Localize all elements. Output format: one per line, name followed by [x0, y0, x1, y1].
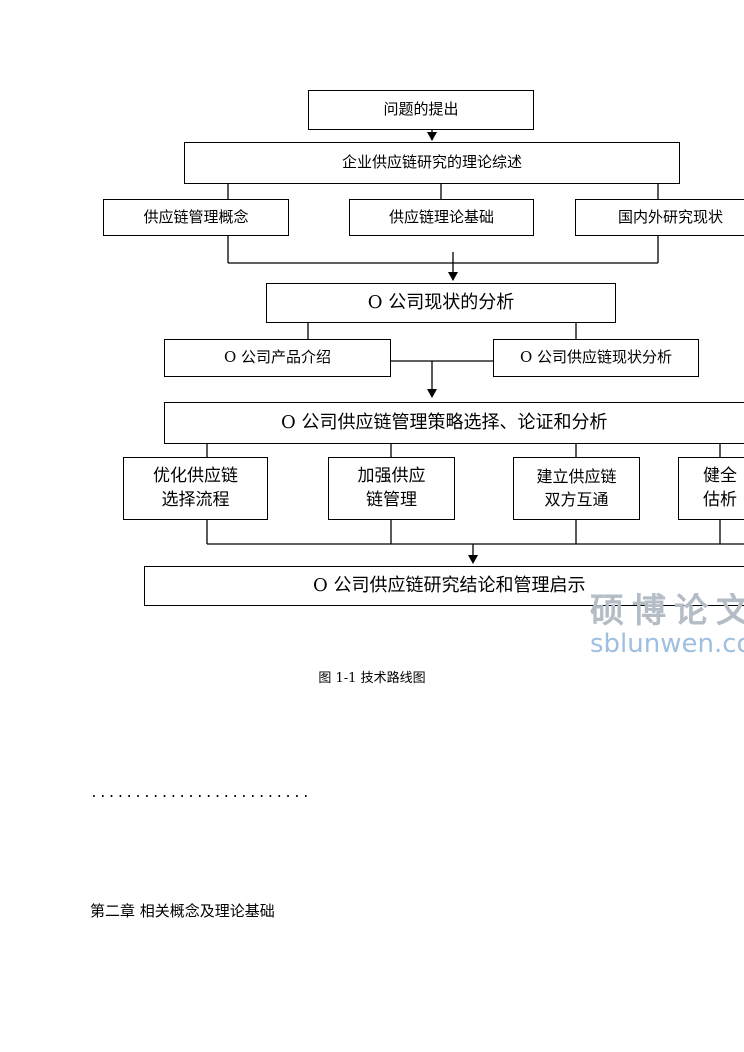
problem-box: 问题的提出: [308, 90, 534, 130]
strategy-child-line2: 双方互通: [544, 489, 609, 509]
arrow-head: [468, 555, 478, 564]
analysis-child-label: O 公司产品介绍: [223, 348, 332, 367]
strategy-box: O 公司供应链管理策略选择、论证和分析: [164, 402, 744, 444]
analysis-child-label: O 公司供应链现状分析: [519, 348, 673, 367]
strategy-child-line1: 加强供应: [357, 465, 426, 486]
review-child-label: 国内外研究现状: [618, 207, 724, 226]
chapter-title: 第二章 相关概念及理论基础: [90, 902, 275, 920]
review-child-label: 供应链理论基础: [388, 207, 494, 226]
strategy-child-line2: 链管理: [366, 489, 417, 510]
analysis-child-box: O 公司供应链现状分析: [493, 339, 699, 377]
strategy-child-box: 优化供应链 选择流程: [123, 457, 268, 520]
strategy-child-line1: 优化供应链: [153, 465, 238, 486]
problem-label: 问题的提出: [383, 100, 459, 119]
strategy-child-line1: 健全: [703, 465, 737, 486]
strategy-child-box: 健全 估析: [678, 457, 744, 520]
review-child-box: 供应链理论基础: [349, 199, 534, 236]
conclusion-label: O 公司供应链研究结论和管理启示: [313, 575, 586, 597]
strategy-child-line2: 选择流程: [161, 489, 230, 510]
arrow-head: [427, 132, 437, 141]
ellipsis-dots: .........................: [90, 786, 311, 801]
review-label: 企业供应链研究的理论综述: [341, 153, 522, 172]
analysis-child-box: O 公司产品介绍: [164, 339, 391, 377]
analysis-box: O 公司现状的分析: [266, 283, 616, 323]
figure-caption: 图 1-1 技术路线图: [318, 671, 426, 686]
strategy-child-box: 加强供应 链管理: [328, 457, 455, 520]
review-box: 企业供应链研究的理论综述: [184, 142, 680, 184]
review-child-box: 国内外研究现状: [575, 199, 744, 236]
strategy-child-box: 建立供应链 双方互通: [513, 457, 640, 520]
strategy-child-line1: 建立供应链: [536, 467, 617, 487]
arrow-head: [427, 389, 437, 398]
arrow-head: [448, 272, 458, 281]
strategy-label: O 公司供应链管理策略选择、论证和分析: [281, 412, 608, 434]
review-child-label: 供应链管理概念: [143, 207, 249, 226]
review-child-box: 供应链管理概念: [103, 199, 289, 236]
conclusion-box: O 公司供应链研究结论和管理启示: [144, 566, 744, 606]
analysis-label: O 公司现状的分析: [367, 292, 515, 314]
strategy-child-line2: 估析: [703, 489, 737, 510]
